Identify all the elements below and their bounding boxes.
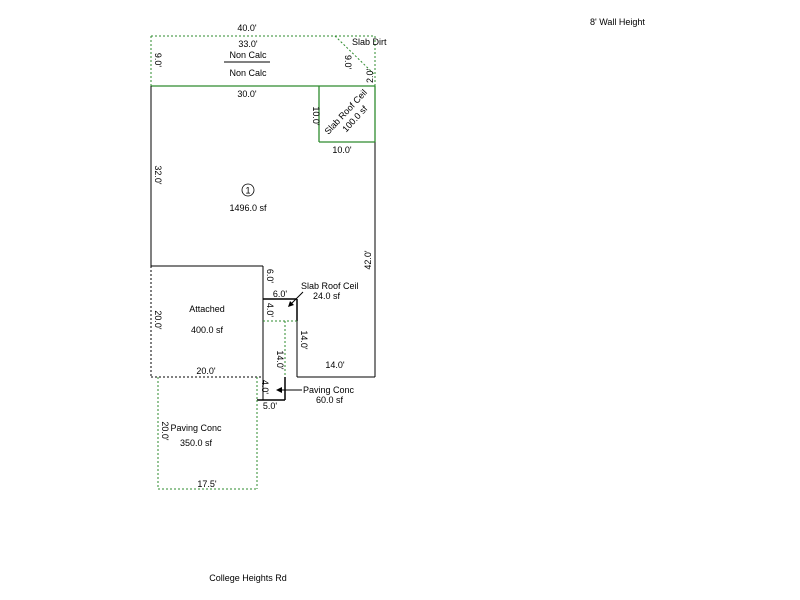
slab-dirt-area: Slab Dirt 9.0' 2.0' [334,35,387,83]
main-area-label: 1496.0 sf [229,203,267,213]
dim-corridor-right: 14.0' [299,330,309,350]
main-living-area: 1 1496.0 sf [150,86,376,378]
small-slab-label: Slab Roof Ceil [301,281,359,291]
non-calc-label-bottom: Non Calc [229,68,267,78]
attached-area: Attached 400.0 sf [150,265,264,400]
paving-small-area: Paving Conc 60.0 sf [256,377,355,405]
paving-large-label: Paving Conc [170,423,222,433]
paving-large-area: Paving Conc 350.0 sf [157,377,258,490]
attached-area-label: 400.0 sf [191,325,224,335]
dim-notch-top: 6.0' [273,289,288,299]
small-slab-arrow-line [289,291,304,306]
paving-small-arrow-head [276,387,282,393]
dim-small-paving-bottom: 5.0' [263,401,278,411]
small-slab-arrow-head [288,301,294,307]
dim-main-right: 42.0' [363,250,373,270]
area-number: 1 [245,186,250,196]
dim-paving-left: 20.0' [160,421,170,441]
attached-label: Attached [189,304,225,314]
non-calc-area: Non Calc Non Calc [150,35,376,87]
dim-non-calc-side: 9.0' [153,53,163,68]
area-number-circle [241,183,255,197]
street-name-label: College Heights Rd [209,573,287,583]
wall-height-label: 8' Wall Height [590,17,645,27]
non-calc-label-top: Non Calc [229,50,267,60]
dim-slab-ceil-left: 10.0' [311,106,321,126]
dim-corridor-left: 14.0' [275,350,285,370]
small-slab-area-label: 24.0 sf [313,291,341,301]
dimension-labels: 40.0' 33.0' 9.0' 30.0' 10.0' 10.0' 32.0'… [153,23,373,489]
dim-main-bottom: 14.0' [325,360,345,370]
paving-large-area-label: 350.0 sf [180,438,213,448]
dim-slab-dirt-side: 9.0' [343,55,353,70]
dim-main-top: 30.0' [237,89,257,99]
slab-dirt-diagonal [334,35,376,76]
slab-roof-ceil-area: Slab Roof Ceil 100.0 sf [318,86,376,143]
slab-roof-ceil-small-area: Slab Roof Ceil 24.0 sf [263,281,359,322]
dim-paving-bottom: 17.5' [197,479,217,489]
dim-notch-left: 6.0' [265,269,275,284]
dim-slab-ceil-bottom: 10.0' [332,145,352,155]
paving-small-label: Paving Conc [303,385,355,395]
dim-main-left: 32.0' [153,165,163,185]
dim-attached-bottom: 20.0' [196,366,216,376]
paving-small-area-label: 60.0 sf [316,395,344,405]
slab-dirt-label: Slab Dirt [352,37,387,47]
dim-slab-dirt-right: 2.0' [365,68,375,83]
dim-small-paving-left: 4.0' [260,380,270,395]
dim-non-calc-top: 33.0' [238,39,258,49]
dim-top-outer: 40.0' [237,23,257,33]
dim-small-left: 4.0' [265,303,275,318]
dim-attached-left: 20.0' [153,310,163,330]
